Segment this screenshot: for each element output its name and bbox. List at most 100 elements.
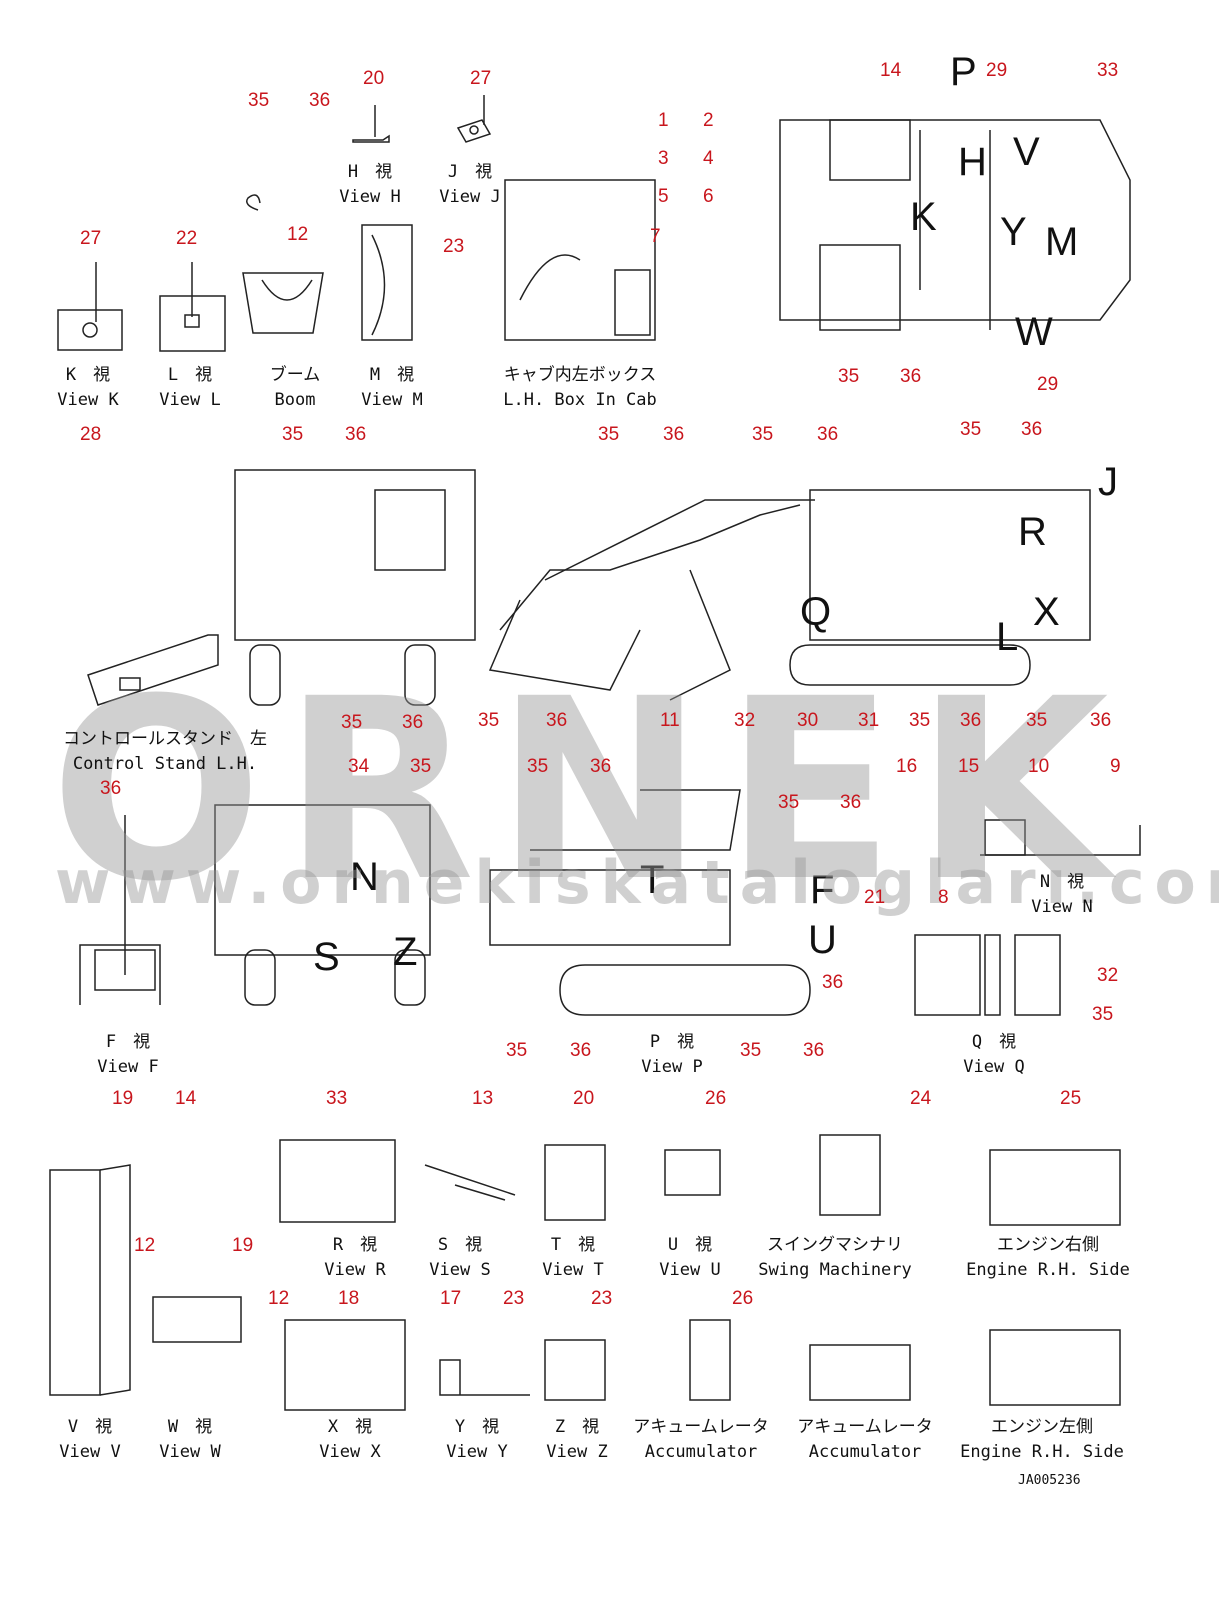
callout-number: 35 — [282, 424, 304, 445]
callout-number: 7 — [650, 226, 661, 247]
view-caption-en: View N — [1031, 897, 1093, 917]
view-caption-en: View K — [57, 390, 119, 410]
callout-number: 4 — [703, 148, 714, 169]
callout-number: 35 — [248, 90, 270, 111]
view-caption-jp: H 視 — [347, 162, 393, 182]
callout-number: 30 — [797, 710, 819, 731]
view-caption-en: View U — [659, 1260, 721, 1280]
part-view-s — [424, 1164, 516, 1201]
part-view-w — [152, 1296, 242, 1343]
part-front-view — [234, 469, 476, 706]
view-caption-jp: Y 視 — [454, 1417, 500, 1437]
view-caption-jp: Z 視 — [554, 1417, 600, 1437]
view-caption-en: View X — [319, 1442, 381, 1462]
callout-number: 36 — [402, 712, 424, 733]
callout-number: 23 — [503, 1288, 525, 1309]
callout-number: 8 — [938, 887, 949, 908]
view-caption-W: W 視 View W — [159, 1415, 220, 1465]
callout-number: 36 — [960, 710, 982, 731]
view-letter-h: H — [958, 140, 987, 184]
view-caption-jp: F 視 — [105, 1032, 151, 1052]
callout-number: 25 — [1060, 1088, 1082, 1109]
callout-number: 13 — [472, 1088, 494, 1109]
view-caption-jp: コントロールスタンド 左 — [63, 729, 267, 749]
callout-number: 36 — [570, 1040, 592, 1061]
view-caption-jp: ブーム — [269, 365, 321, 385]
view-letter-w: W — [1015, 310, 1053, 354]
callout-number: 36 — [345, 424, 367, 445]
callout-number: 27 — [80, 228, 102, 249]
view-caption-jp: N 視 — [1039, 872, 1085, 892]
callout-number: 24 — [910, 1088, 932, 1109]
view-caption-jp: エンジン左側 — [990, 1417, 1093, 1437]
part-view-z — [544, 1339, 606, 1401]
view-letter-v: V — [1013, 130, 1040, 174]
callout-number: 35 — [598, 424, 620, 445]
part-view-f — [79, 815, 161, 1005]
callout-number: 35 — [960, 419, 982, 440]
callout-number: 9 — [1110, 756, 1121, 777]
view-letter-q: Q — [800, 590, 832, 634]
part-rear-view — [214, 804, 431, 1006]
callout-number: 29 — [1037, 374, 1059, 395]
callout-number: 31 — [858, 710, 880, 731]
callout-number: 35 — [1026, 710, 1048, 731]
view-caption-en: View W — [159, 1442, 221, 1462]
callout-number: 28 — [80, 424, 102, 445]
callout-number: 1 — [658, 110, 669, 131]
view-caption-jp: X 視 — [327, 1417, 373, 1437]
callout-number: 36 — [1090, 710, 1112, 731]
callout-number: 18 — [338, 1288, 360, 1309]
view-caption-en: View L — [159, 390, 221, 410]
view-caption-en: Engine R.H. Side — [966, 1260, 1130, 1280]
callout-number: 36 — [546, 710, 568, 731]
callout-number: 26 — [732, 1288, 754, 1309]
callout-number: 35 — [838, 366, 860, 387]
view-caption-en: View P — [641, 1057, 703, 1077]
callout-number: 35 — [1092, 1004, 1114, 1025]
callout-number: 16 — [896, 756, 918, 777]
view-caption-jp: S 視 — [437, 1235, 483, 1255]
callout-number: 35 — [909, 710, 931, 731]
part-view-t — [544, 1144, 606, 1221]
part-side-view — [488, 489, 1091, 701]
view-caption-jp: V 視 — [67, 1417, 113, 1437]
part-view-u — [664, 1149, 721, 1196]
callout-number: 32 — [734, 710, 756, 731]
callout-number: 26 — [705, 1088, 727, 1109]
callout-number: 6 — [703, 186, 714, 207]
part-view-r — [279, 1139, 396, 1223]
callout-number: 20 — [363, 68, 385, 89]
part-view-m — [361, 224, 413, 341]
view-caption-en: View Q — [963, 1057, 1025, 1077]
view-letter-m: M — [1045, 220, 1079, 264]
callout-number: 19 — [112, 1088, 134, 1109]
callout-number: 19 — [232, 1235, 254, 1256]
callout-number: 23 — [443, 236, 465, 257]
view-caption-en: L.H. Box In Cab — [503, 390, 657, 410]
view-letter-p: P — [950, 50, 977, 94]
callout-number: 15 — [958, 756, 980, 777]
part-top-view — [779, 119, 1131, 331]
view-letter-r: R — [1018, 510, 1047, 554]
callout-number: 5 — [658, 186, 669, 207]
view-caption-en: View T — [542, 1260, 604, 1280]
view-caption-control: コントロールスタンド 左 Control Stand L.H. — [63, 727, 267, 777]
view-caption-en: Swing Machinery — [758, 1260, 912, 1280]
view-caption-jp: Q 視 — [971, 1032, 1017, 1052]
view-caption-en: View Y — [446, 1442, 508, 1462]
callout-number: 36 — [900, 366, 922, 387]
callout-number: 29 — [986, 60, 1008, 81]
watermark-url: www.ornekiskatalogları.com.tr — [55, 848, 1219, 918]
view-caption-en: Control Stand L.H. — [72, 754, 258, 774]
view-caption-jp: W 視 — [167, 1417, 213, 1437]
